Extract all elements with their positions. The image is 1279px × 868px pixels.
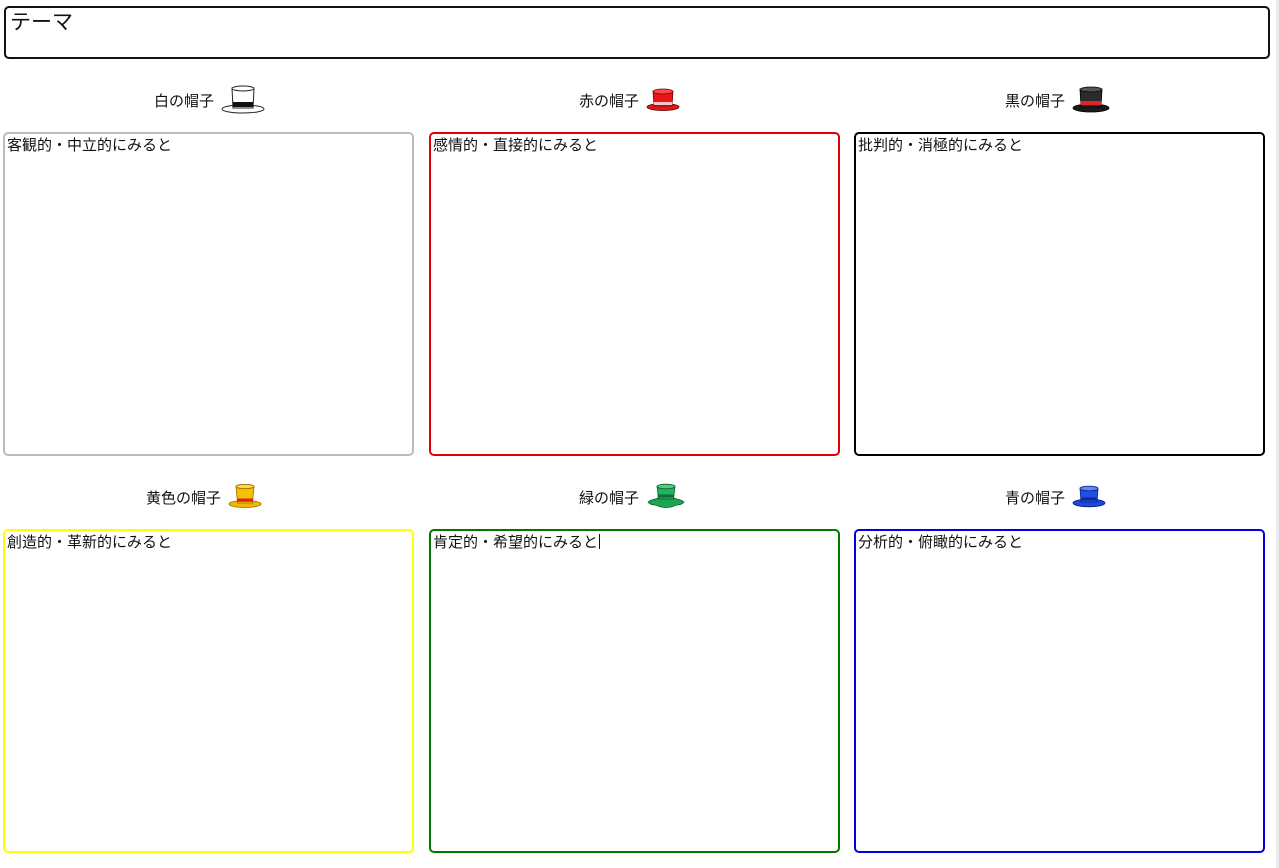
yellow-hat-icon — [227, 483, 263, 511]
blue-hat-icon — [1071, 484, 1107, 510]
red-hat-heading: 赤の帽子 — [579, 85, 681, 115]
theme-input[interactable]: テーマ — [4, 6, 1270, 59]
white-top-hat-icon — [220, 85, 266, 115]
red-hat-prompt: 感情的・直接的にみると — [433, 136, 599, 154]
yellow-hat-label: 黄色の帽子 — [146, 488, 222, 507]
text-caret — [599, 534, 601, 549]
black-hat-textarea[interactable]: 批判的・消極的にみると — [854, 132, 1265, 456]
blue-hat-heading: 青の帽子 — [1005, 482, 1107, 512]
blue-hat-textarea[interactable]: 分析的・俯瞰的にみると — [854, 529, 1265, 853]
red-hat-textarea[interactable]: 感情的・直接的にみると — [429, 132, 840, 456]
scrollbar-edge — [1276, 0, 1279, 868]
black-hat-heading: 黒の帽子 — [1005, 85, 1111, 115]
blue-hat-prompt: 分析的・俯瞰的にみると — [858, 533, 1024, 551]
white-hat-heading: 白の帽子 — [154, 85, 266, 115]
green-hat-prompt: 肯定的・希望的にみると — [433, 533, 599, 551]
blue-hat-label: 青の帽子 — [1005, 488, 1066, 507]
red-hat-icon — [645, 87, 681, 113]
green-hat-heading: 緑の帽子 — [579, 482, 687, 512]
green-hat-label: 緑の帽子 — [579, 488, 640, 507]
theme-text: テーマ — [10, 10, 73, 34]
green-hat-text-line: 肯定的・希望的にみると — [433, 533, 601, 551]
red-hat-label: 赤の帽子 — [579, 91, 640, 110]
white-hat-prompt: 客観的・中立的にみると — [7, 136, 173, 154]
yellow-hat-textarea[interactable]: 創造的・革新的にみると — [3, 529, 414, 853]
white-hat-textarea[interactable]: 客観的・中立的にみると — [3, 132, 414, 456]
yellow-hat-heading: 黄色の帽子 — [146, 482, 263, 512]
white-hat-label: 白の帽子 — [154, 91, 215, 110]
black-hat-prompt: 批判的・消極的にみると — [858, 136, 1024, 154]
black-hat-label: 黒の帽子 — [1005, 91, 1066, 110]
green-hat-textarea[interactable]: 肯定的・希望的にみると — [429, 529, 840, 853]
yellow-hat-prompt: 創造的・革新的にみると — [7, 533, 173, 551]
green-hat-icon — [645, 482, 687, 512]
black-top-hat-icon — [1071, 86, 1111, 114]
